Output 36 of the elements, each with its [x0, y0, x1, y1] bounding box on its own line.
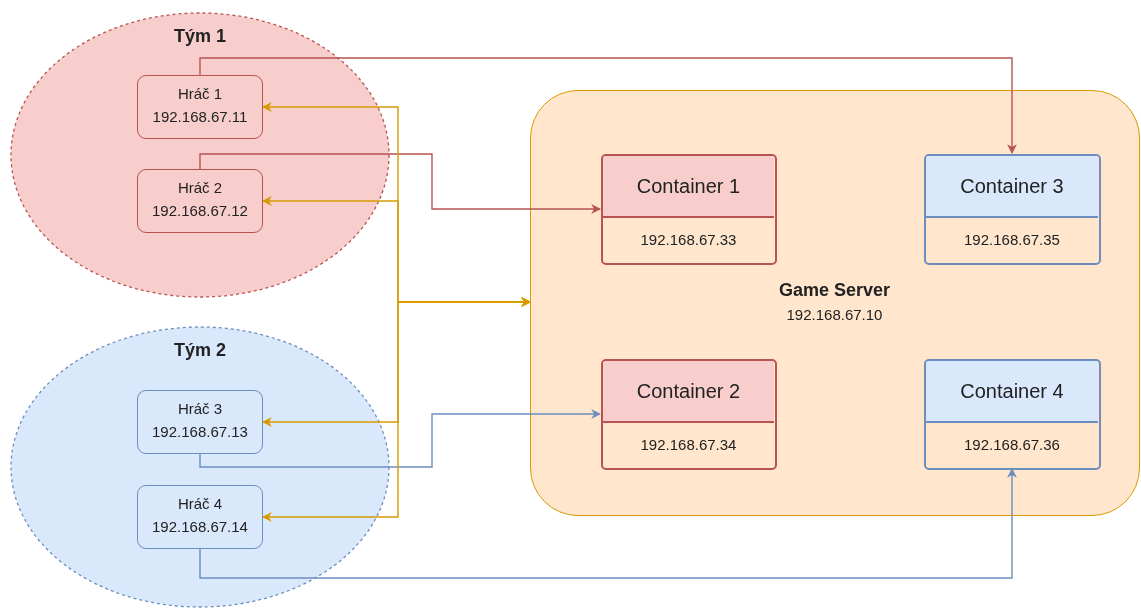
connector-arrow — [199, 468, 1017, 579]
team-ellipse — [10, 326, 390, 608]
player-name: Hráč 3 — [176, 400, 224, 417]
ip-address: 192.168.67.12 — [151, 202, 249, 219]
player-box — [137, 169, 263, 233]
container-box — [924, 359, 1101, 470]
server-box — [530, 90, 1140, 516]
ip-address: 192.168.67.35 — [963, 231, 1061, 248]
container-title: Container 4 — [926, 361, 1098, 423]
team-ellipse — [10, 12, 390, 298]
ip-address: 192.168.67.13 — [151, 423, 249, 440]
container-box — [601, 359, 777, 470]
ip-address: 192.168.67.11 — [151, 108, 249, 125]
player-box — [137, 485, 263, 549]
ip-address: 192.168.67.33 — [639, 231, 738, 248]
team-title: Tým 1 — [173, 26, 227, 47]
connector-arrow — [199, 409, 601, 468]
container-box — [601, 154, 777, 265]
player-name: Hráč 2 — [176, 179, 224, 196]
player-name: Hráč 4 — [176, 495, 224, 512]
team-title: Tým 2 — [173, 340, 227, 361]
connector-arrow — [262, 297, 531, 522]
player-box — [137, 75, 263, 139]
ip-address: 192.168.67.14 — [151, 518, 249, 535]
container-title: Container 3 — [926, 156, 1098, 218]
ip-address: 192.168.67.10 — [785, 306, 884, 323]
server-title: Game Server — [777, 280, 892, 301]
connector-arrow — [199, 57, 1017, 154]
container-box — [924, 154, 1101, 265]
container-title: Container 1 — [603, 156, 774, 218]
ip-address: 192.168.67.34 — [639, 436, 738, 453]
connector-arrow — [199, 153, 601, 214]
ip-address: 192.168.67.36 — [963, 436, 1061, 453]
container-title: Container 2 — [603, 361, 774, 423]
player-box — [137, 390, 263, 454]
player-name: Hráč 1 — [176, 85, 224, 102]
